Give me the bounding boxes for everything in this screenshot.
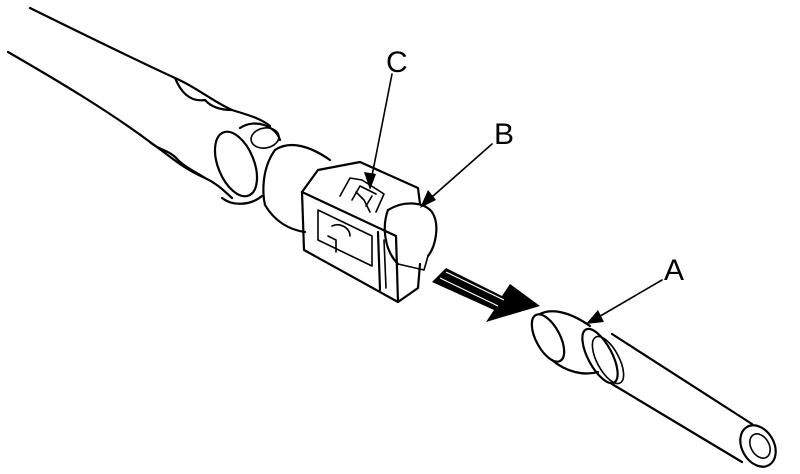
fuel-pipe [530, 310, 777, 468]
quick-connector-body [300, 160, 438, 304]
label-c: C [386, 46, 408, 79]
hose [6, 6, 272, 200]
label-a: A [664, 254, 684, 287]
direction-arrow [432, 268, 540, 322]
hose-ferrule [213, 122, 282, 205]
label-b: B [494, 118, 514, 151]
connector-neck [262, 143, 332, 234]
leader-lines [364, 73, 663, 324]
